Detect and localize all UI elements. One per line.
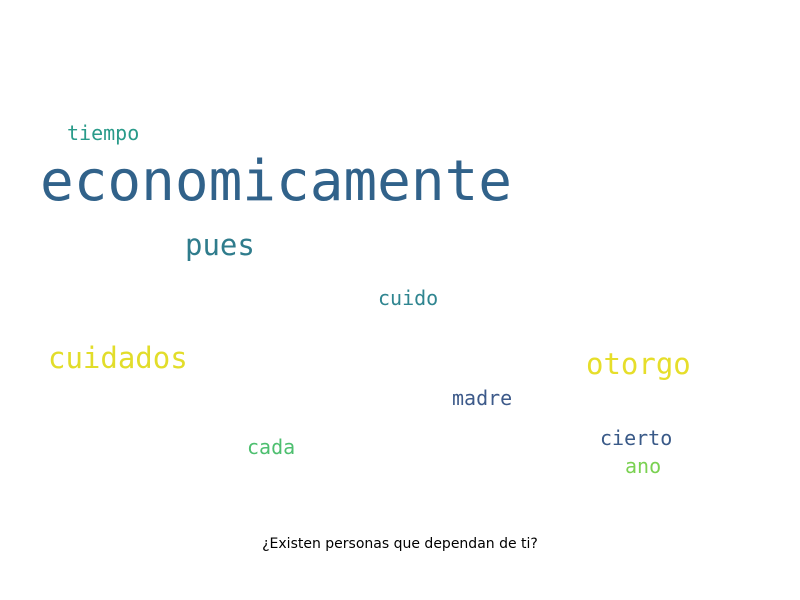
word-madre: madre [452, 386, 513, 410]
word-pues: pues [185, 228, 255, 262]
word-cuidados: cuidados [48, 341, 188, 375]
word-economicamente: economicamente [40, 149, 513, 214]
word-cierto: cierto [600, 426, 673, 450]
word-otorgo: otorgo [586, 347, 691, 381]
word-ano: ano [625, 454, 662, 478]
word-tiempo: tiempo [67, 121, 140, 145]
word-cada: cada [247, 435, 296, 459]
question-caption: ¿Existen personas que dependan de ti? [262, 536, 538, 552]
word-cuido: cuido [378, 286, 439, 310]
